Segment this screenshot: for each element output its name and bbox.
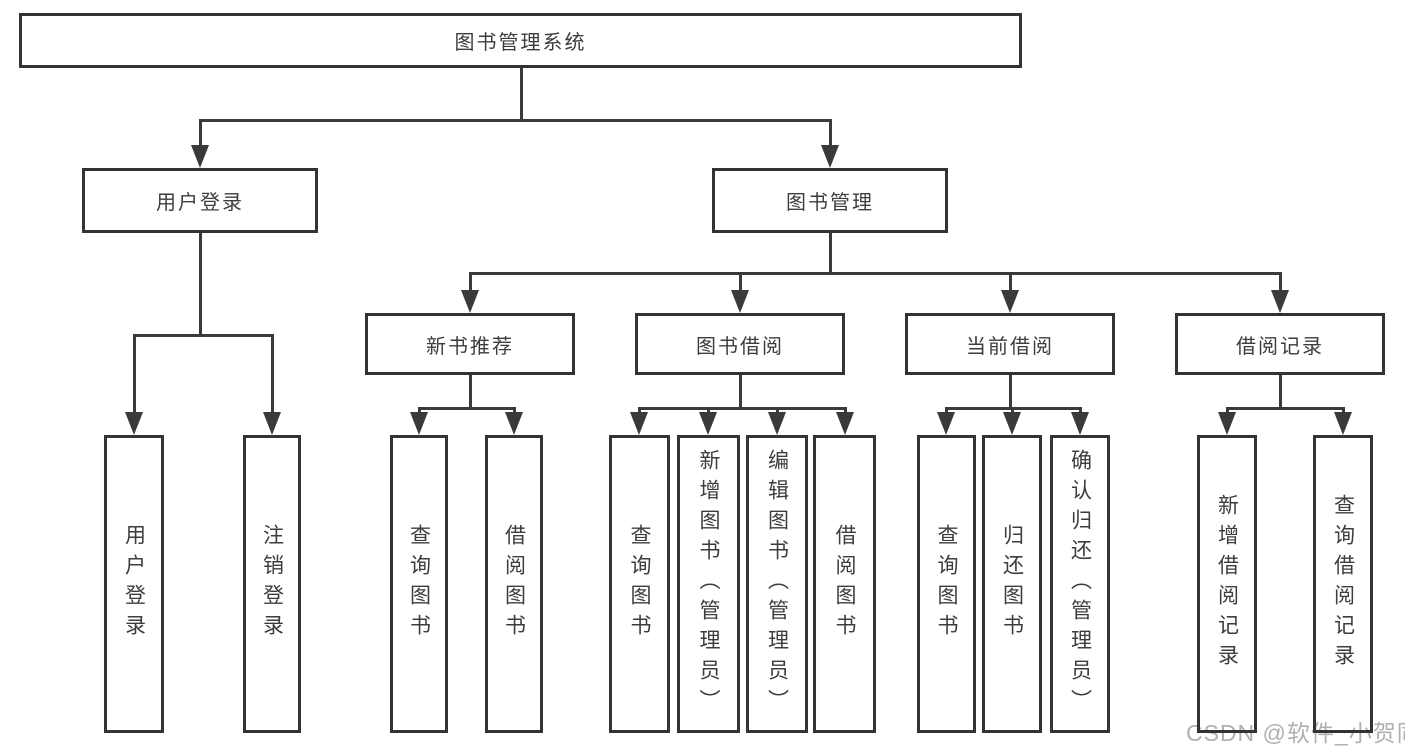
node-book-borrowing: 图书借阅 [635,313,845,375]
node-root: 图书管理系统 [19,13,1022,68]
node-leaf-borrow-book: 借阅图书 [813,435,876,733]
node-label-leaf-query-book-current: 查询图书 [935,524,958,644]
arrow-head-icon [1217,412,1236,435]
arrow-head-icon [262,412,281,435]
node-label-leaf-borrow-book-rec: 借阅图书 [502,524,526,644]
node-label-book-borrowing: 图书借阅 [696,335,784,358]
node-leaf-add-book-admin: 新增图书（管理员） [677,435,740,733]
arrow-head-icon [124,412,143,435]
arrow-head-icon [1070,412,1089,435]
connector-bus-user-login-module [132,334,274,337]
connector-stem-book-management [828,233,832,275]
arrow-head-icon [1000,290,1019,313]
node-label-new-book-recommend: 新书推荐 [426,335,514,358]
node-leaf-confirm-return-admin: 确认归还（管理员） [1050,435,1110,733]
connector-stem-current-borrowing [1008,375,1012,410]
node-leaf-return-book: 归还图书 [982,435,1042,733]
arrow-head-icon [629,412,648,435]
connector-drop-book-management [1008,272,1012,295]
node-leaf-logout: 注销登录 [243,435,301,733]
node-label-leaf-query-book-rec: 查询图书 [407,524,431,644]
connector-stem-root [519,68,523,122]
node-user-login-module: 用户登录 [82,168,318,233]
node-label-root: 图书管理系统 [454,32,587,54]
arrow-head-icon [409,412,428,435]
node-leaf-query-book-rec: 查询图书 [390,435,448,733]
arrow-head-icon [190,145,209,168]
node-leaf-query-book-borrow: 查询图书 [609,435,670,733]
node-leaf-query-book-current: 查询图书 [917,435,976,733]
node-book-management: 图书管理 [712,168,948,233]
node-new-book-recommend: 新书推荐 [365,313,575,375]
node-leaf-borrow-book-rec: 借阅图书 [485,435,543,733]
node-borrowing-records: 借阅记录 [1175,313,1385,375]
arrow-head-icon [1270,290,1289,313]
node-label-leaf-add-borrow-record: 新增借阅记录 [1215,494,1239,674]
arrow-head-icon [730,290,749,313]
connector-bus-book-borrowing [637,407,847,410]
arrow-head-icon [835,412,854,435]
node-label-leaf-return-book: 归还图书 [1000,524,1024,644]
watermark: CSDN @软件_小贺同学 [1186,720,1405,746]
node-label-current-borrowing: 当前借阅 [966,335,1054,358]
connector-bus-new-book-recommend [417,407,516,410]
connector-drop-user-login-module [270,334,274,417]
connector-stem-new-book-recommend [468,375,472,410]
connector-drop-root [828,119,832,150]
node-label-leaf-confirm-return-admin: 确认归还（管理员） [1068,449,1092,719]
connector-drop-user-login-module [132,334,136,417]
connector-drop-book-management [738,272,742,295]
node-label-borrowing-records: 借阅记录 [1236,335,1324,358]
connector-drop-book-management [468,272,472,295]
node-label-leaf-edit-book-admin: 编辑图书（管理员） [765,449,789,719]
connector-bus-book-management [468,272,1282,275]
connector-stem-user-login-module [198,233,202,337]
connector-bus-root [198,119,832,122]
node-label-leaf-query-book-borrow: 查询图书 [628,524,651,644]
arrow-head-icon [936,412,955,435]
arrow-head-icon [504,412,523,435]
arrow-head-icon [1002,412,1021,435]
arrow-head-icon [767,412,786,435]
node-leaf-add-borrow-record: 新增借阅记录 [1197,435,1257,733]
connector-bus-borrowing-records [1225,407,1345,410]
arrow-head-icon [460,290,479,313]
node-label-user-login-module: 用户登录 [156,192,244,214]
node-current-borrowing: 当前借阅 [905,313,1115,375]
node-label-book-management: 图书管理 [786,192,874,214]
arrow-head-icon [820,145,839,168]
node-leaf-user-login: 用户登录 [104,435,164,733]
arrow-head-icon [1333,412,1352,435]
connector-stem-book-borrowing [738,375,742,410]
connector-drop-book-management [1278,272,1282,295]
node-leaf-query-borrow-record: 查询借阅记录 [1313,435,1373,733]
node-label-leaf-query-borrow-record: 查询借阅记录 [1331,494,1355,674]
connector-stem-borrowing-records [1278,375,1282,410]
connector-drop-root [198,119,202,150]
node-label-leaf-user-login: 用户登录 [122,524,146,644]
node-label-leaf-logout: 注销登录 [260,524,284,644]
node-leaf-edit-book-admin: 编辑图书（管理员） [746,435,808,733]
node-label-leaf-borrow-book: 借阅图书 [833,524,856,644]
arrow-head-icon [698,412,717,435]
node-label-leaf-add-book-admin: 新增图书（管理员） [697,449,720,719]
